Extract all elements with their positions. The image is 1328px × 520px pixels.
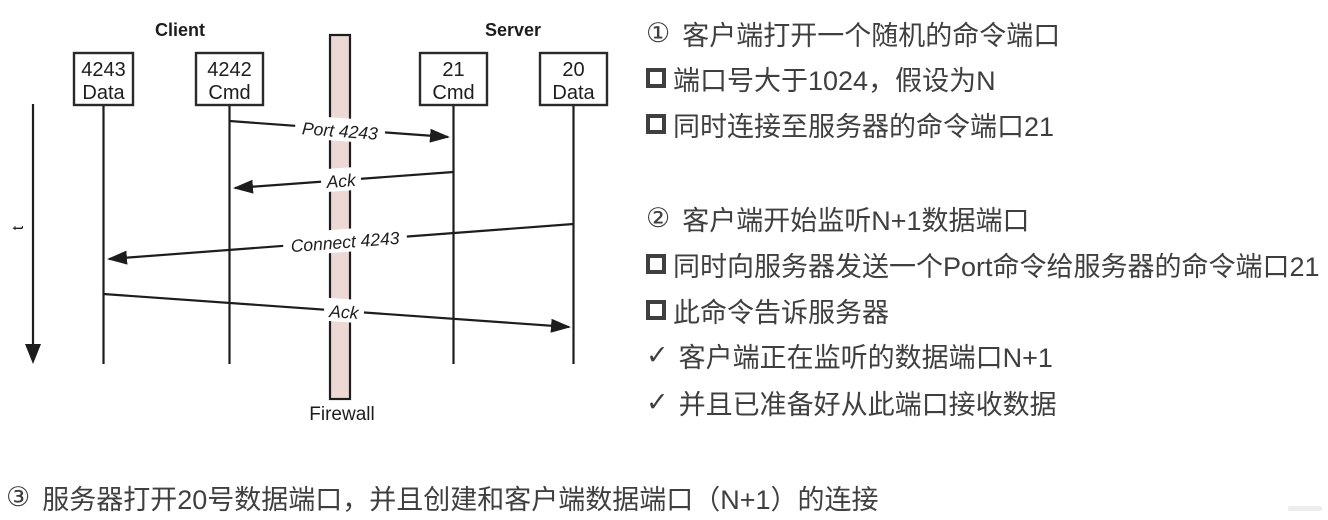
circled-2-bullet: ② xyxy=(646,202,671,233)
port-box-4242-cmd: 4242 Cmd xyxy=(194,51,265,107)
note-line-1: ① 客户端打开一个随机的命令端口 xyxy=(646,16,1061,51)
message-label-port-4243: Port 4243 xyxy=(294,114,386,145)
note-text: 同时连接至服务器的命令端口21 xyxy=(673,111,1055,142)
note-line-7: ✓ 客户端正在监听的数据端口N+1 xyxy=(646,338,1053,373)
note-line-3: 同时连接至服务器的命令端口21 xyxy=(646,107,1055,142)
check-icon: ✓ xyxy=(646,339,669,370)
ftp-sequence-diagram: Client Server t 4243 Data 4242 Cmd 21 Cm… xyxy=(10,20,609,425)
svg-text:Ack: Ack xyxy=(325,170,358,192)
server-label: Server xyxy=(485,20,541,40)
watermark-smudge xyxy=(1288,506,1322,511)
firewall-bar xyxy=(328,33,352,401)
svg-text:Ack: Ack xyxy=(328,301,361,323)
note-line-6: 此命令告诉服务器 xyxy=(646,293,889,328)
port-number: 4243 xyxy=(81,59,126,81)
port-kind: Data xyxy=(82,82,125,104)
port-number: 20 xyxy=(562,59,584,81)
note-text: 同时向服务器发送一个Port命令给服务器的命令端口21 xyxy=(673,251,1320,282)
check-icon: ✓ xyxy=(646,386,669,417)
circled-3-bullet: ③ xyxy=(6,481,31,512)
port-kind: Cmd xyxy=(432,82,474,104)
port-number: 21 xyxy=(442,59,464,81)
svg-text:Port 4243: Port 4243 xyxy=(301,118,378,144)
port-box-4243-data: 4243 Data xyxy=(72,51,135,107)
port-number: 4242 xyxy=(207,59,252,81)
circled-1-bullet: ① xyxy=(646,17,671,48)
port-box-20-data: 20 Data xyxy=(538,51,609,107)
note-text: 客户端打开一个随机的命令端口 xyxy=(682,20,1061,51)
square-bullet xyxy=(646,114,666,134)
note-text: 客户端开始监听N+1数据端口 xyxy=(682,205,1030,236)
time-axis-arrowhead xyxy=(25,344,41,364)
note-footer-line: ③ 服务器打开20号数据端口，并且创建和客户端数据端口（N+1）的连接 xyxy=(6,480,879,515)
message-label-connect-4243: Connect 4243 xyxy=(282,224,408,257)
port-kind: Cmd xyxy=(208,82,250,104)
port-box-21-cmd: 21 Cmd xyxy=(418,51,489,107)
port-kind: Data xyxy=(552,82,595,104)
square-bullet xyxy=(646,300,666,320)
note-line-4: ② 客户端开始监听N+1数据端口 xyxy=(646,201,1030,236)
note-line-8: ✓ 并且已准备好从此端口接收数据 xyxy=(646,385,1057,420)
time-axis-label: t xyxy=(10,225,27,230)
note-text: 此命令告诉服务器 xyxy=(673,297,889,328)
note-line-5: 同时向服务器发送一个Port命令给服务器的命令端口21 xyxy=(646,247,1320,282)
message-label-ack-1: Ack xyxy=(320,166,362,193)
message-label-ack-2: Ack xyxy=(323,297,365,324)
client-label: Client xyxy=(155,20,205,40)
firewall-label: Firewall xyxy=(309,404,374,425)
square-bullet xyxy=(646,68,666,88)
time-axis: t xyxy=(10,104,41,364)
note-text: 并且已准备好从此端口接收数据 xyxy=(678,389,1057,420)
note-line-2: 端口号大于1024，假设为N xyxy=(646,61,996,96)
square-bullet xyxy=(646,254,666,274)
note-text: 客户端正在监听的数据端口N+1 xyxy=(678,342,1053,373)
note-text: 端口号大于1024，假设为N xyxy=(673,65,996,96)
note-text: 服务器打开20号数据端口，并且创建和客户端数据端口（N+1）的连接 xyxy=(42,484,879,515)
